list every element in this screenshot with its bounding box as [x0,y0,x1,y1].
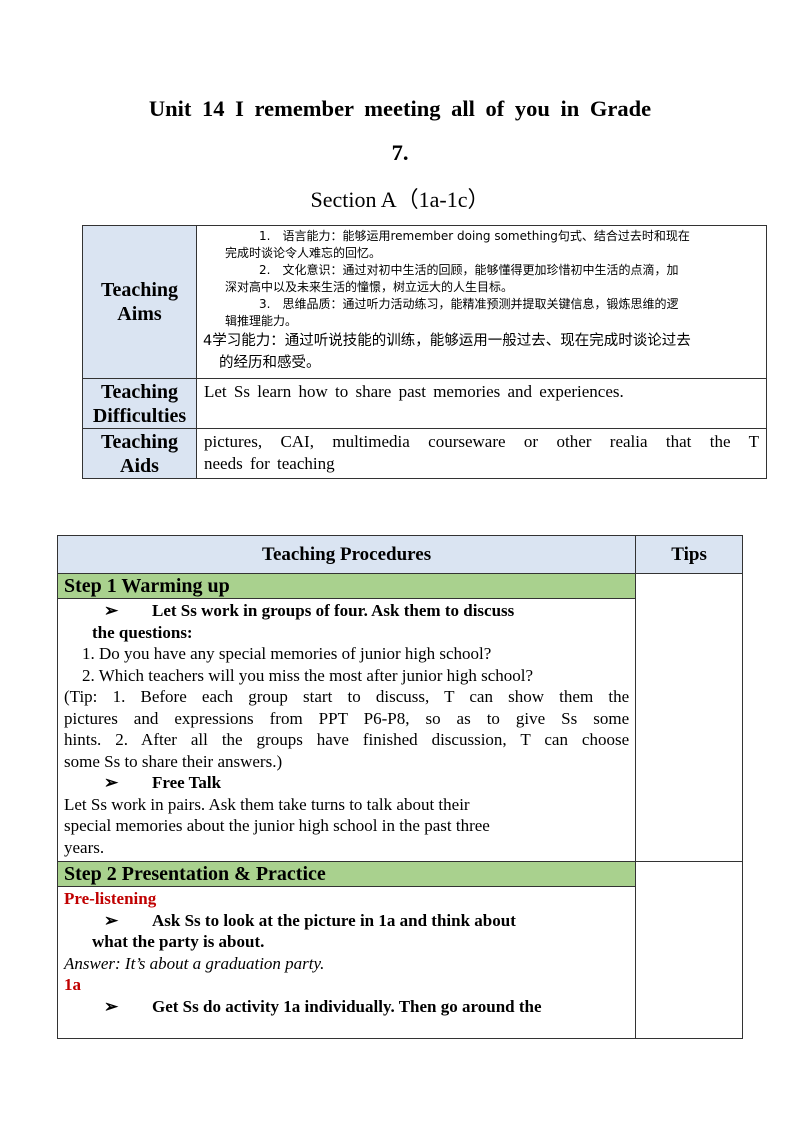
tip-line: (Tip: 1. Before each group start to disc… [64,687,630,706]
step1-bullet1: Let Ss work in groups of four. Ask them … [152,601,515,620]
teaching-info-table: Teaching Aims 1. 语言能力：能够运用remember doing… [82,225,767,479]
question-1: 1. Do you have any special memories of j… [82,644,492,663]
step2-title: Step 2 Presentation & Practice [56,861,637,887]
step2-content: Pre-listening ➢ Ask Ss to look at the pic… [56,886,637,1039]
step1-bullet2: Free Talk [152,773,222,792]
aims-label: Teaching Aims [82,225,197,379]
aids-label: Teaching Aids [82,428,197,479]
step2-bullet2: Get Ss do activity 1a individually. Then… [152,996,542,1016]
aims-cell: 1. 语言能力：能够运用remember doing something句式、结… [196,225,767,379]
label-1a: 1a [64,975,81,994]
document-title: Unit 14 I remember meeting all of you in… [148,96,652,121]
step2-tips-cell [635,861,743,1039]
aims-line: 完成时谈论令人难忘的回忆。 [225,246,382,260]
tips-header: Tips [635,535,743,574]
aids-line: pictures, CAI, multimedia courseware or … [204,432,759,451]
bullet-arrow-icon: ➢ [104,996,119,1016]
difficulties-label: Teaching Difficulties [82,378,197,429]
step2-bullet1: Ask Ss to look at the picture in 1a and … [152,910,516,930]
aids-line: needs for teaching [204,454,335,473]
free-talk-line: special memories about the junior high s… [64,816,490,835]
procedures-header: Teaching Procedures [56,535,637,574]
question-2: 2. Which teachers will you miss the most… [82,665,534,685]
free-talk-line: years. [64,837,105,857]
pre-listening-label: Pre-listening [64,889,157,908]
step1-content: ➢ Let Ss work in groups of four. Ask them… [56,598,637,862]
procedures-table: Teaching Procedures Tips Step 1 Warming … [56,535,743,1039]
step1-title: Step 1 Warming up [56,573,637,599]
aims-line: 辑推理能力。 [225,314,298,328]
step1-tips-cell [635,573,743,862]
aims-line: 的经历和感受。 [219,355,321,371]
step2-bullet1-cont: what the party is about. [92,932,265,951]
bullet-arrow-icon: ➢ [104,601,119,620]
aids-cell: pictures, CAI, multimedia courseware or … [196,428,767,479]
section-subtitle: Section A（1a-1c） [310,187,490,212]
tip-line: hints. 2. After all the groups have fini… [64,730,630,749]
answer-line: Answer: It’s about a graduation party. [64,953,325,973]
tip-line: some Ss to share their answers.) [64,751,283,771]
difficulties-text: Let Ss learn how to share past memories … [196,378,767,429]
aims-line: 3. 思维品质：通过听力活动练习，能精准预测并提取关键信息，锻炼思维的逻 [259,297,679,311]
aims-line: 4学习能力：通过听说技能的训练，能够运用一般过去、现在完成时谈论过去 [203,333,691,349]
aims-line: 2. 文化意识：通过对初中生活的回顾，能够懂得更加珍惜初中生活的点滴，加 [259,263,679,277]
bullet-arrow-icon: ➢ [104,773,119,792]
tip-line: pictures and expressions from PPT P6-P8,… [64,708,630,728]
aims-line: 1. 语言能力：能够运用remember doing something句式、结… [259,229,690,243]
free-talk-line: Let Ss work in pairs. Ask them take turn… [64,794,470,814]
bullet-arrow-icon: ➢ [104,910,119,930]
document-title-continued: 7. [391,140,409,165]
step1-bullet1-cont: the questions: [92,622,193,642]
aims-line: 深对高中以及未来生活的憧憬，树立远大的人生目标。 [225,280,514,294]
